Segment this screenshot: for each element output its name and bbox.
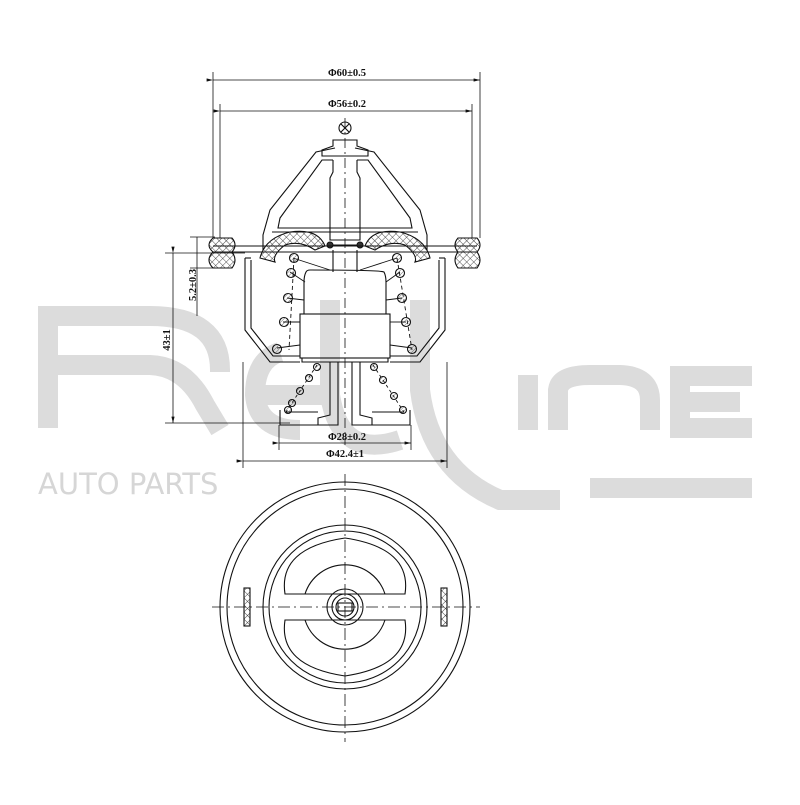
watermark-subtitle: AUTO PARTS	[38, 467, 218, 501]
dimension-lines	[165, 72, 481, 468]
watermark-logo	[38, 300, 752, 510]
dim-body-diameter: Φ42.4±1	[326, 449, 364, 460]
dim-flange-height: 5.2±0.3	[188, 269, 199, 301]
dim-flange-diameter: Φ56±0.2	[328, 99, 366, 110]
top-plan-view	[212, 474, 480, 742]
dim-total-height: 43±1	[162, 329, 173, 351]
side-section-view	[208, 118, 481, 445]
dim-outer-diameter: Φ60±0.5	[328, 68, 366, 79]
dim-valve-diameter: Φ28±0.2	[328, 432, 366, 443]
